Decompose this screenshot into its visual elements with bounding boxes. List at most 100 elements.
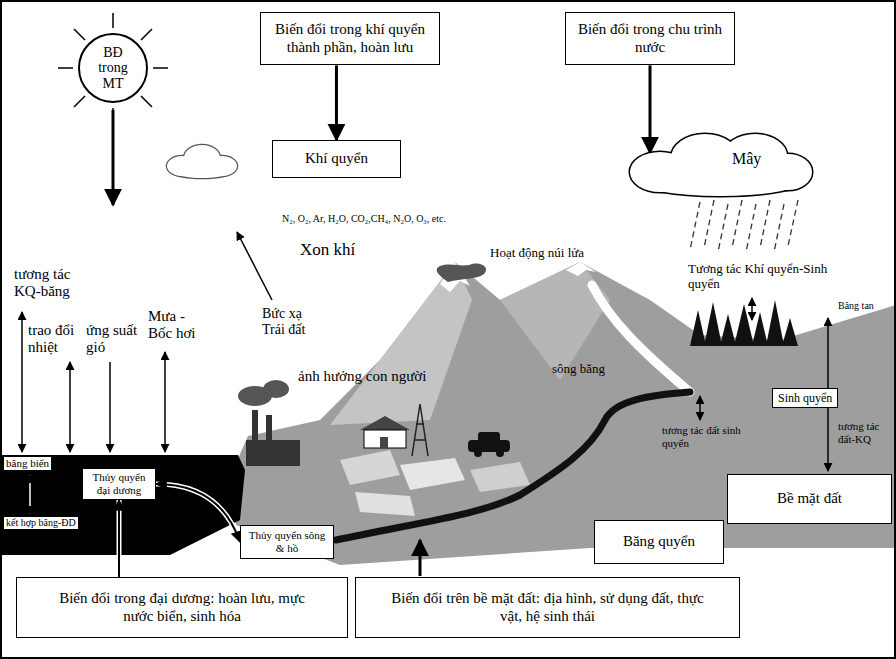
node-text: BĐ trong MT bbox=[90, 45, 136, 91]
driver-box: Biến đổi trong chu trình nước bbox=[565, 12, 735, 65]
connector-halo bbox=[156, 484, 240, 542]
fields bbox=[355, 492, 415, 516]
sun-rays bbox=[58, 13, 168, 110]
interaction-arrow bbox=[164, 352, 166, 452]
ocean bbox=[0, 455, 245, 555]
node-text: Băng quyển bbox=[601, 533, 717, 551]
interaction-arrow bbox=[237, 232, 272, 300]
process-label: tương tác đất-KQ bbox=[838, 420, 893, 445]
ocean bbox=[0, 455, 245, 555]
node-text: Biến đổi trên bề mặt đất: địa hình, sử d… bbox=[386, 590, 709, 625]
car bbox=[468, 432, 510, 457]
small-cloud bbox=[167, 145, 237, 178]
component-box: Thủy quyển sông & hồ bbox=[240, 525, 334, 559]
process-label: tương tác đất sinh quyển bbox=[662, 424, 762, 449]
connector-halo bbox=[648, 65, 653, 153]
tower bbox=[412, 404, 428, 456]
factory bbox=[263, 380, 289, 398]
gas-list: N₂, O₂, Ar, H₂O, CO₂,CH₄, N₂O, O₃, etc. bbox=[282, 213, 446, 225]
process-label: kết hợp băng-ĐD bbox=[4, 517, 78, 529]
process-label: Bức xạ Trái đất bbox=[262, 306, 322, 338]
node-text: Thủy quyển sông & hồ bbox=[244, 529, 330, 555]
cloud-shape: Mây bbox=[620, 128, 815, 198]
glacier bbox=[592, 285, 690, 392]
interaction-arrow bbox=[751, 298, 753, 320]
interaction-arrow bbox=[419, 540, 422, 576]
process-label: tương tác KQ-băng bbox=[14, 266, 86, 301]
fields bbox=[340, 450, 400, 485]
factory bbox=[252, 410, 258, 440]
car bbox=[496, 449, 504, 457]
node-text: Biến đổi trong đại dương: hoàn lưu, mực … bbox=[47, 590, 317, 625]
house bbox=[380, 437, 388, 448]
interaction-arrow bbox=[22, 110, 828, 576]
driver-box: Biến đổi trên bề mặt đất: địa hình, sử d… bbox=[355, 577, 740, 638]
driver-box: Biến đổi trong khí quyển thành phần, hoà… bbox=[260, 12, 440, 65]
land bbox=[232, 262, 896, 565]
factory bbox=[246, 440, 300, 466]
connector-arrow bbox=[118, 500, 120, 577]
node-text: Thủy quyển đại dương bbox=[86, 471, 152, 497]
node-text: Khí quyển bbox=[305, 150, 368, 168]
interaction-arrow bbox=[21, 312, 23, 452]
car bbox=[478, 432, 500, 442]
house bbox=[360, 416, 410, 430]
rain bbox=[690, 200, 798, 252]
volcano-smoke bbox=[437, 264, 486, 282]
sea-ice-label: băng biển bbox=[4, 457, 51, 470]
process-label: trao đổi nhiệt bbox=[28, 322, 84, 357]
component-box: Thủy quyển đại dương bbox=[82, 468, 156, 500]
house bbox=[360, 416, 410, 448]
fields bbox=[400, 458, 465, 490]
node-text: Bề mặt đất bbox=[734, 490, 885, 508]
glacier bbox=[592, 285, 690, 392]
connector-arrow bbox=[156, 484, 240, 542]
river bbox=[336, 392, 690, 540]
tower bbox=[412, 404, 428, 456]
interaction-arrow bbox=[109, 362, 111, 452]
process-label: Mưa - Bốc hơi bbox=[148, 308, 202, 343]
car bbox=[474, 449, 482, 457]
river bbox=[336, 392, 690, 540]
cloud-outline bbox=[635, 164, 805, 196]
aerosol-label: Xon khí bbox=[300, 240, 355, 260]
land bbox=[566, 262, 596, 276]
component-box: Bề mặt đất bbox=[727, 474, 892, 524]
small-cloud bbox=[172, 164, 232, 178]
driver-box: Biến đổi trong đại dương: hoàn lưu, mực … bbox=[16, 577, 348, 638]
sun-rays bbox=[58, 13, 168, 110]
node-text: Sinh quyển bbox=[778, 391, 832, 405]
connector-arrow bbox=[335, 65, 338, 140]
trees bbox=[690, 300, 798, 346]
fields bbox=[470, 462, 530, 492]
factory bbox=[238, 380, 300, 466]
volcano-label: Hoạt động núi lửa bbox=[490, 246, 584, 261]
cloud-outline bbox=[620, 128, 815, 198]
connector-arrow bbox=[649, 65, 652, 153]
volcano-smoke bbox=[437, 264, 486, 282]
cloud-outline bbox=[635, 164, 805, 196]
sun-circle: BĐ trong MT bbox=[78, 33, 148, 103]
process-label: ứng suất gió bbox=[86, 322, 144, 357]
land bbox=[232, 262, 896, 565]
land bbox=[500, 262, 610, 380]
interaction-arrow bbox=[69, 362, 71, 452]
process-label: Tương tác Khí quyển-Sinh quyển bbox=[688, 262, 836, 292]
rain bbox=[690, 200, 798, 252]
trees bbox=[690, 300, 798, 346]
interaction-arrow bbox=[29, 475, 31, 514]
component-box: Băng quyển bbox=[594, 520, 724, 564]
connector-halo bbox=[334, 65, 339, 140]
node-text: Biến đổi trong khí quyển thành phần, hoà… bbox=[269, 21, 431, 56]
small-cloud bbox=[172, 164, 232, 178]
house bbox=[364, 430, 406, 448]
factory bbox=[266, 415, 272, 440]
interaction-arrow bbox=[112, 110, 115, 205]
interaction-arrow bbox=[699, 396, 701, 420]
human-label: ảnh hưởng con người bbox=[298, 368, 426, 385]
component-box: Khí quyển bbox=[272, 140, 401, 178]
node-text: Mây bbox=[732, 150, 815, 169]
